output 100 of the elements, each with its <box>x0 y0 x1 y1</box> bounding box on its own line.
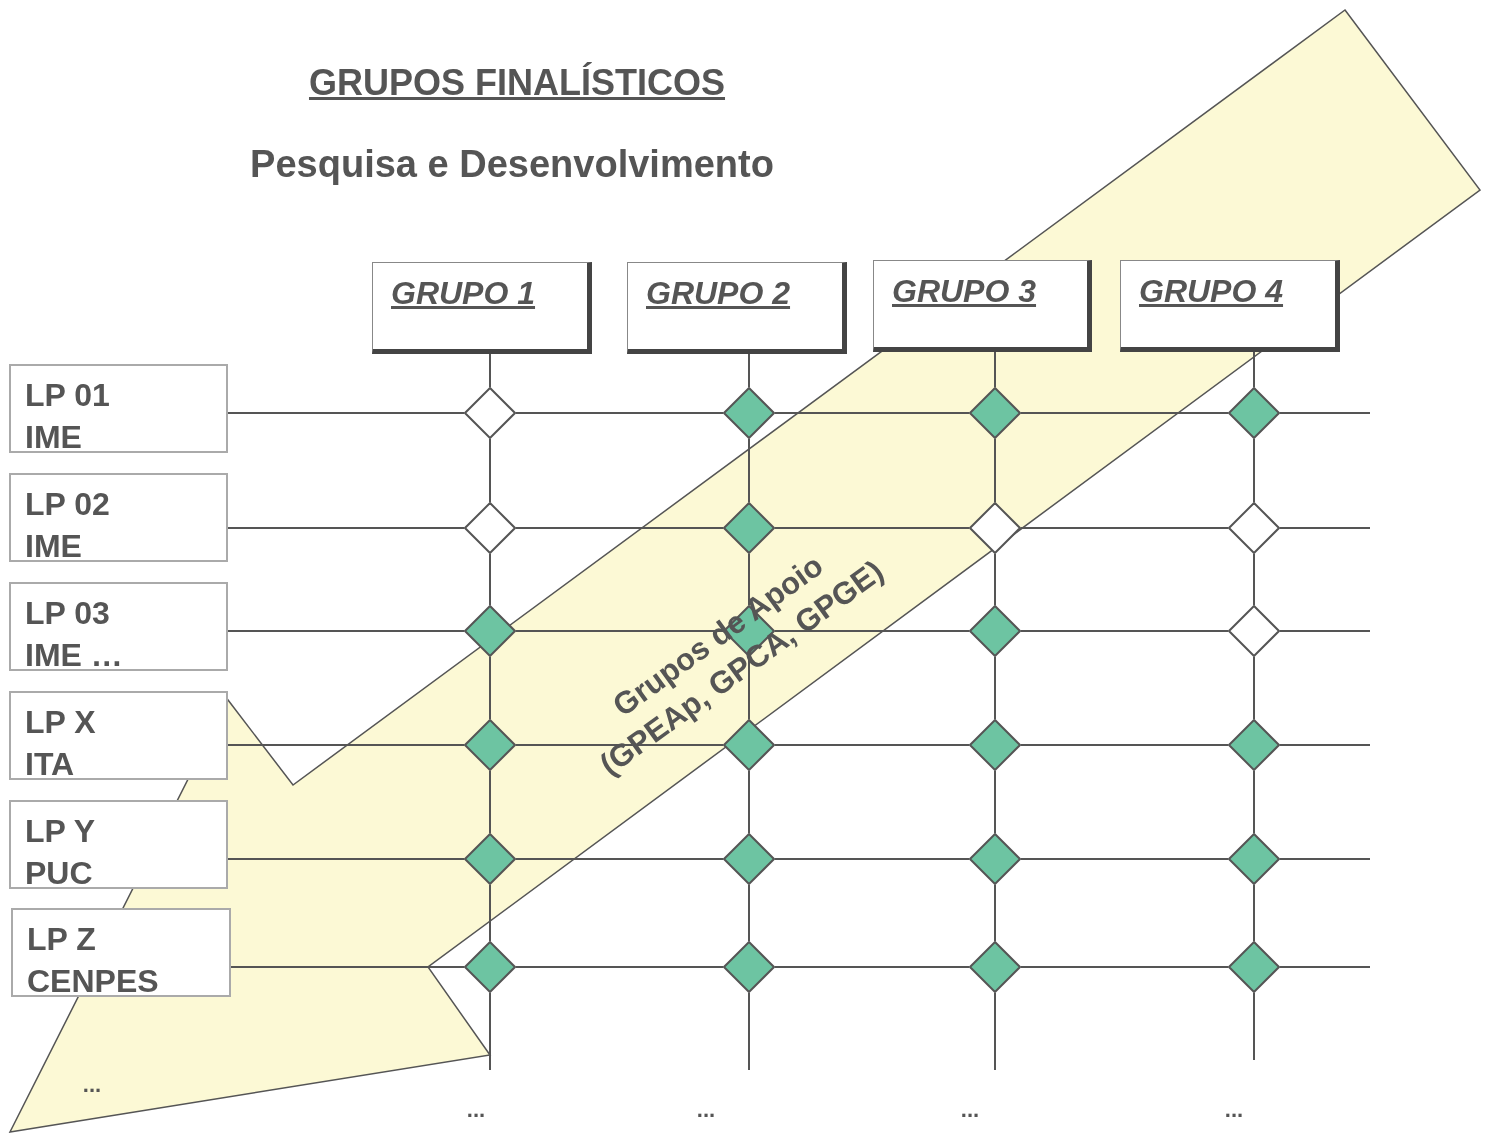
connector-line <box>1020 630 1229 632</box>
connector-line <box>774 744 970 746</box>
connector-line <box>1253 656 1255 720</box>
connector-line <box>748 770 750 834</box>
ellipsis: ... <box>1224 1096 1244 1124</box>
row-label-box <box>9 691 228 780</box>
connector-line <box>515 412 724 414</box>
filled-diamond <box>969 605 1021 657</box>
connector-line <box>227 858 465 860</box>
row-label-box <box>9 473 228 562</box>
connector-line <box>489 438 491 503</box>
institution-name: ITA <box>25 745 76 784</box>
filled-diamond <box>1228 941 1280 993</box>
institution-name: IME … <box>25 636 124 675</box>
connector-line <box>1253 884 1255 942</box>
filled-diamond <box>969 719 1021 771</box>
connector-line <box>774 412 970 414</box>
line-code: LP Z <box>27 920 97 959</box>
connector-line <box>489 770 491 834</box>
connector-line <box>515 966 724 968</box>
connector-line <box>1279 966 1371 968</box>
connector-line <box>994 884 996 942</box>
connector-line <box>1279 744 1371 746</box>
group-header-box <box>372 262 592 354</box>
group-title: GRUPO 2 <box>646 275 791 312</box>
filled-diamond <box>464 941 516 993</box>
institution-name: IME <box>25 527 83 566</box>
connector-line <box>774 527 970 529</box>
hollow-diamond <box>464 387 516 439</box>
connector-line <box>515 630 724 632</box>
filled-diamond <box>723 387 775 439</box>
connector-line <box>994 770 996 834</box>
row-label-box <box>9 364 228 453</box>
ellipsis: ... <box>696 1096 716 1124</box>
group-title: GRUPO 1 <box>391 275 536 312</box>
row-label-box <box>9 582 228 671</box>
connector-line <box>515 527 724 529</box>
connector-line <box>227 630 465 632</box>
line-code: LP X <box>25 703 97 742</box>
connector-line <box>1253 351 1255 388</box>
filled-diamond <box>969 941 1021 993</box>
connector-line <box>227 744 465 746</box>
filled-diamond <box>1228 719 1280 771</box>
connector-line <box>994 351 996 388</box>
group-header-box <box>1120 260 1340 352</box>
connector-line <box>774 858 970 860</box>
filled-diamond <box>723 502 775 554</box>
row-label-box <box>9 800 228 889</box>
filled-diamond <box>723 833 775 885</box>
connector-line <box>227 412 465 414</box>
connector-line <box>489 656 491 720</box>
filled-diamond <box>969 833 1021 885</box>
row-label-box <box>11 908 231 997</box>
connector-line <box>489 553 491 606</box>
connector-line <box>774 966 970 968</box>
hollow-diamond <box>1228 502 1280 554</box>
connector-line <box>1279 527 1371 529</box>
institution-name: CENPES <box>27 962 160 1001</box>
subtitle: Pesquisa e Desenvolvimento <box>250 142 774 188</box>
connector-line <box>994 656 996 720</box>
connector-line <box>748 553 750 606</box>
connector-line <box>1020 858 1229 860</box>
filled-diamond <box>723 719 775 771</box>
title: GRUPOS FINALÍSTICOS <box>309 62 725 104</box>
connector-line <box>1020 744 1229 746</box>
institution-name: PUC <box>25 854 94 893</box>
connector-line <box>1253 770 1255 834</box>
connector-line <box>1020 412 1229 414</box>
line-code: LP Y <box>25 812 96 851</box>
connector-line <box>748 438 750 503</box>
connector-line <box>1253 553 1255 606</box>
connector-line <box>994 553 996 606</box>
line-code: LP 01 <box>25 376 111 415</box>
connector-line <box>994 438 996 503</box>
connector-line <box>1279 630 1371 632</box>
connector-line <box>489 992 491 1071</box>
filled-diamond <box>464 719 516 771</box>
filled-diamond <box>464 605 516 657</box>
connector-line <box>1253 992 1255 1061</box>
connector-line <box>227 527 465 529</box>
connector-line <box>515 858 724 860</box>
connector-line <box>748 353 750 388</box>
line-code: LP 02 <box>25 485 111 524</box>
hollow-diamond <box>1228 605 1280 657</box>
filled-diamond <box>1228 387 1280 439</box>
filled-diamond <box>1228 833 1280 885</box>
connector-line <box>489 353 491 388</box>
connector-line <box>489 884 491 942</box>
ellipsis: ... <box>960 1096 980 1124</box>
ellipsis: ... <box>466 1096 486 1124</box>
connector-line <box>1279 412 1371 414</box>
institution-name: IME <box>25 418 83 457</box>
connector-line <box>1279 858 1371 860</box>
hollow-diamond <box>969 502 1021 554</box>
connector-line <box>774 630 970 632</box>
connector-line <box>1253 438 1255 503</box>
group-header-box <box>627 262 847 354</box>
line-code: LP 03 <box>25 594 111 633</box>
connector-line <box>748 884 750 942</box>
group-header-box <box>873 260 1092 352</box>
